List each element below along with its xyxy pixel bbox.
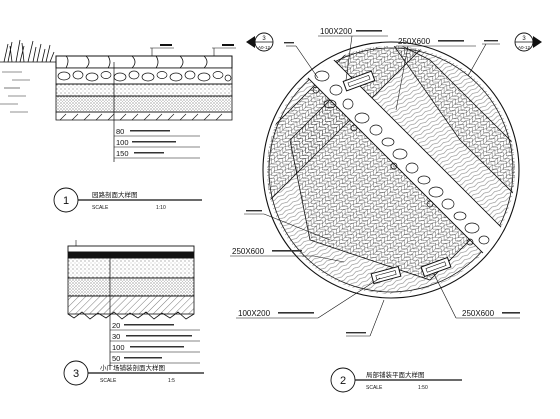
section-1-path-detail: 80 100 150 1 园路剖面大样图 SCALE 1:10 [0,39,236,213]
section-1-title: 园路剖面大样图 [92,190,138,199]
section-3-callout-100: 100 [112,343,125,352]
plan-callout-250x600-mid: 250X600 [232,247,265,256]
soil-layer-3 [67,295,195,315]
compacted-soil [55,111,233,121]
plan-2-paving-plan: 100X200 250X600 250X600 100X200 250X600 … [230,27,542,393]
section-ref-left: 3 A0-12 [246,32,274,52]
section-3-callout-30: 30 [112,332,120,341]
plan-callout-100x200-top: 100X200 [320,27,353,36]
concrete-layer-3 [67,257,195,279]
section-1-scale-label: SCALE [92,205,109,211]
section-1-scale-value: 1:10 [156,205,166,211]
pebble-layer [55,67,233,85]
soil-hatching [0,71,30,113]
section-3-plaza-detail: 20 30 100 50 3 小广场铺装剖面大样图 SCALE 1:5 [63,240,204,386]
grass-symbol [0,39,56,63]
outer-ring [262,41,520,299]
plan-2-number: 2 [340,375,346,387]
plan-callout-250x600-top: 250X600 [398,37,431,46]
section-3-number: 3 [73,368,79,380]
plan-callout-100x200-bottom: 100X200 [238,309,271,318]
mortar-layer [67,251,195,259]
plan-callout-250x600-bottom: 250X600 [462,309,495,318]
herringbone-band-main [289,99,471,281]
paving-top-layer [67,245,195,253]
ref-right-bottom: A0-12 [518,45,531,50]
section-3-callout-50: 50 [112,354,120,363]
section-ref-right: 3 A0-12 [514,32,542,52]
concrete-layer [55,83,233,97]
gravel-layer-3 [67,277,195,297]
section-1-callout-150: 150 [116,149,129,158]
section-1-callout-80: 80 [116,127,124,136]
gravel-base-layer [55,95,233,113]
ref-left-bottom: A0-12 [258,45,271,50]
plan-2-scale-label: SCALE [366,385,383,391]
ref-left-top: 3 [262,36,266,42]
section-3-scale-value: 1:5 [168,378,175,384]
plan-2-scale-value: 1:50 [418,385,428,391]
section-3-callout-20: 20 [112,321,120,330]
plan-2-title: 局部铺装平面大样图 [366,370,425,379]
section-1-callout-100: 100 [116,138,129,147]
herringbone-band-right [389,46,515,201]
section-3-scale-label: SCALE [100,378,117,384]
section-1-number: 1 [63,195,69,207]
ref-right-top: 3 [522,36,526,42]
section-3-title: 小广场铺装剖面大样图 [100,363,165,372]
